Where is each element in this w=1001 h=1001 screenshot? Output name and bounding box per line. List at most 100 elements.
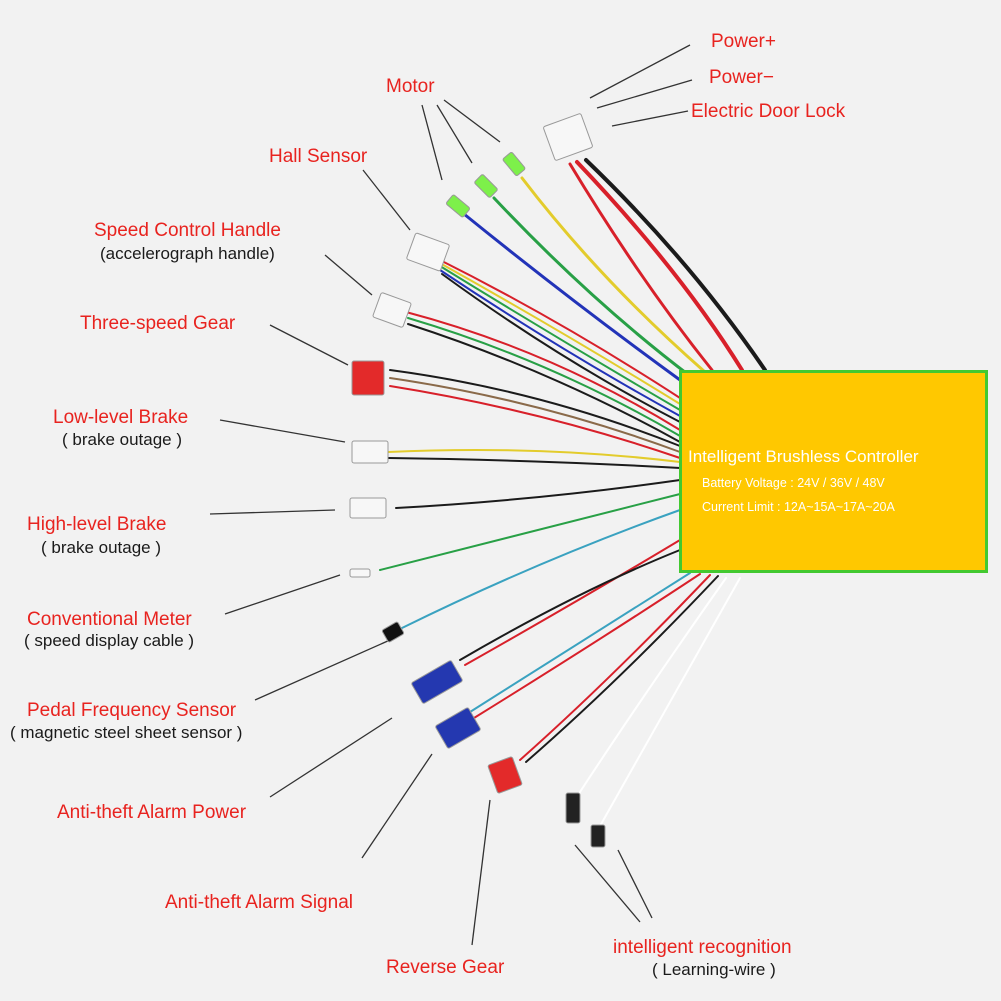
leader-line [611,110,689,127]
wires [379,158,767,827]
label-high-level-brake: High-level Brake [27,514,167,535]
leader-line [471,799,491,946]
leader-line [436,104,473,164]
wire-pedal-black [459,549,681,661]
leader-line [361,753,433,859]
label-three-speed-gear: Three-speed Gear [80,313,236,334]
motor-connector-1 [502,152,526,176]
wire-hall-red [435,257,681,399]
wire-meter-green [379,493,681,571]
label-electric-door-lock: Electric Door Lock [691,101,846,122]
meter-sm-connector-body [381,621,405,643]
low-brake-connector-body [351,440,389,464]
leader-line [219,419,346,443]
label-reverse-gear: Reverse Gear [386,957,505,978]
leader-line [589,44,691,99]
leader-line [443,99,501,143]
wire-learning-white-1 [575,577,727,799]
leader-line [224,574,341,615]
leader-lines [209,44,693,946]
high-brake-connector [349,497,387,519]
power-connector-body [543,113,593,161]
motor-connector-3-body [446,194,470,218]
low-brake-connector [351,440,389,464]
label-intelligent-recognition-sub: ( Learning-wire ) [652,960,776,979]
reverse-gear-connector-body [487,756,523,794]
speed-handle-connector-body [372,292,412,328]
label-motor: Motor [386,76,435,97]
meter-sm-connector [381,621,405,643]
wire-high-brake-black [395,479,681,509]
label-intelligent-recognition: intelligent recognition [613,937,792,958]
controller-title: Intelligent Brushless Controller [688,447,919,466]
meter-connector [349,568,371,578]
speed-handle-connector [372,292,412,328]
learning-connector-1-body [565,792,581,824]
current-limit-text: Current Limit : 12A~15A~17A~20A [702,500,895,514]
wire-low-brake-yellow [387,448,681,463]
motor-connector-2 [474,174,498,198]
wire-meter-teal [401,509,681,629]
alarm-power-connector-body [435,707,481,749]
leader-line [254,639,391,701]
wire-alarm-red [473,573,701,719]
wire-gear-brown [389,377,681,453]
battery-voltage-text: Battery Voltage : 24V / 36V / 48V [702,476,885,490]
label-anti-theft-alarm-power: Anti-theft Alarm Power [57,802,247,823]
label-high-level-brake-sub: ( brake outage ) [41,538,162,557]
motor-connector-3 [446,194,470,218]
wire-handle-green [407,317,681,437]
label-low-level-brake-sub: ( brake outage ) [62,430,183,449]
meter-connector-body [349,568,371,578]
label-anti-theft-alarm-signal: Anti-theft Alarm Signal [165,892,353,913]
wire-learning-white-2 [599,577,741,827]
wire-motor-green [492,196,692,378]
leader-line [574,844,641,923]
wire-alarm-teal [469,572,691,713]
wire-gear-black [389,369,681,447]
label-pedal-frequency-sensor-sub: ( magnetic steel sheet sensor ) [10,723,243,742]
motor-connector-2-body [474,174,498,198]
wire-hall-black [441,273,681,423]
leader-line [209,509,336,515]
three-speed-gear-connector [351,360,385,396]
three-speed-gear-connector-body [351,360,385,396]
wire-reverse-red [519,574,711,761]
pedal-sensor-connector-body [411,660,463,704]
label-low-level-brake: Low-level Brake [53,407,189,428]
controller-box: Intelligent Brushless Controller Battery… [679,370,988,573]
wire-pedal-red [464,539,681,666]
learning-connector-2 [590,824,606,848]
wire-door-lock-red [568,162,714,372]
leader-line [617,849,653,919]
leader-line [362,169,411,231]
hall-sensor-connector-body [406,232,450,272]
power-connector [543,113,593,161]
label-conventional-meter: Conventional Meter [27,609,192,630]
label-power-minus: Power− [709,67,774,88]
leader-line [596,79,693,109]
wire-hall-blue [439,269,681,417]
learning-connector-1 [565,792,581,824]
alarm-power-connector [435,707,481,749]
wire-motor-blue [462,212,682,382]
motor-connector-1-body [502,152,526,176]
high-brake-connector-body [349,497,387,519]
wire-power-black [584,158,767,372]
reverse-gear-connector [487,756,523,794]
label-pedal-frequency-sensor: Pedal Frequency Sensor [27,700,237,721]
label-speed-control-handle: Speed Control Handle [94,220,281,241]
wire-reverse-black [525,575,719,763]
connectors [349,113,606,848]
label-conventional-meter-sub: ( speed display cable ) [24,631,195,650]
label-speed-control-handle-sub: (accelerograph handle) [100,244,275,263]
leader-line [421,104,443,181]
wire-handle-black [407,323,681,443]
pedal-sensor-connector [411,660,463,704]
wire-motor-yellow [520,176,707,374]
wire-handle-red [405,311,681,431]
wire-gear-red [389,385,681,459]
learning-connector-2-body [590,824,606,848]
wire-power-red [575,160,744,372]
